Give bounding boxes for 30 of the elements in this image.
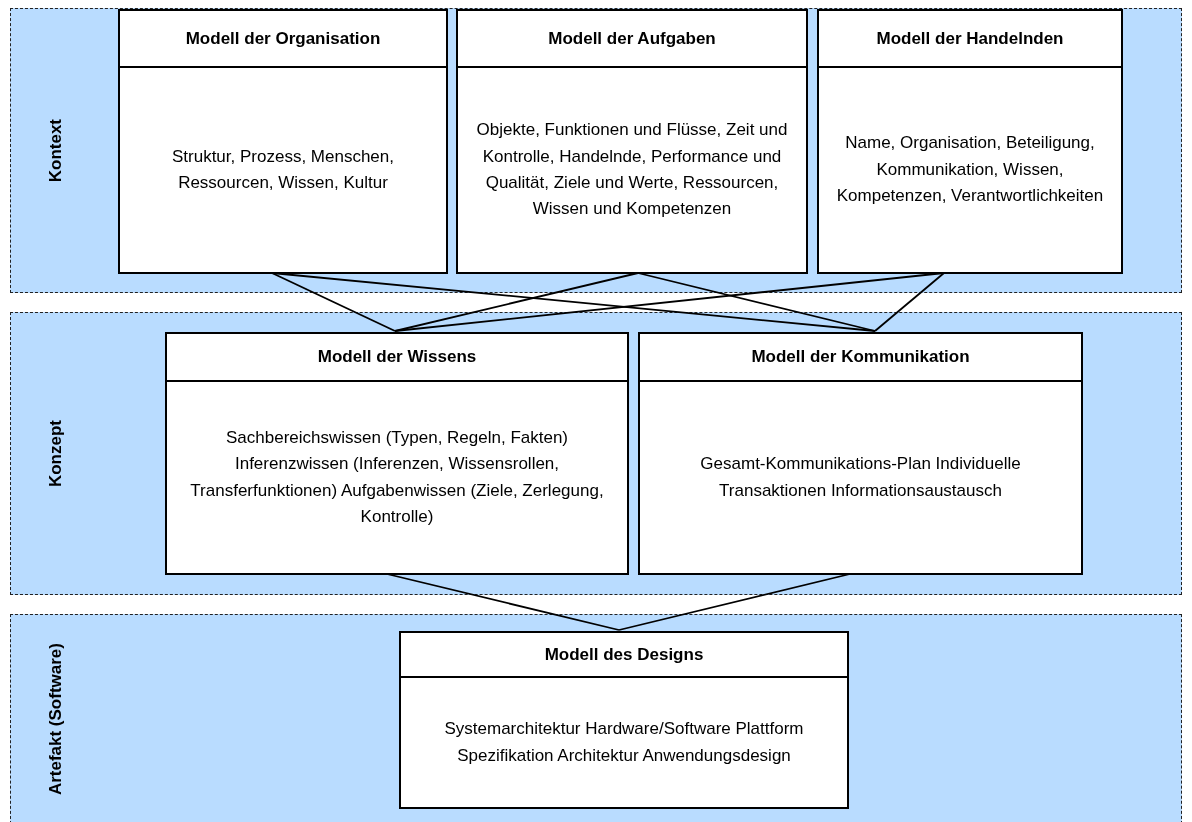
model-box <box>165 332 629 575</box>
layer-label: Konzept <box>45 419 67 487</box>
box-body-text: Systemarchitektur Hardware/Software Plattform Spezifikation Architektur Anwendungsdesign <box>444 718 804 767</box>
connector-line <box>386 573 620 631</box>
box-body-text: Struktur, Prozess, Menschen, Ressourcen, Wissen, Kultur <box>170 145 395 194</box>
connector-line <box>271 272 396 332</box>
connector-line <box>874 272 945 332</box>
model-box <box>118 9 448 274</box>
box-body-text: Sachbereichswissen (Typen, Regeln, Fakten) Inferenzwissen (Inferenzen, Wissensrollen, Transferfunktionen) Aufgabenwissen (Ziele, Zerlegung, Kontrolle) <box>189 426 605 528</box>
connector-line <box>394 272 639 332</box>
box-heading: Modell der Aufgaben <box>548 28 716 49</box>
connector-line <box>618 573 851 631</box>
layer-label: Kontext <box>45 118 67 183</box>
box-body-text: Objekte, Funktionen und Flüsse, Zeit und Kontrolle, Handelnde, Performance und Qualität, Ziele und Werte, Ressourcen, Wissen und Kompetenzen <box>475 119 789 221</box>
box-heading: Modell des Designs <box>544 644 704 665</box>
box-heading: Modell der Wissens <box>317 347 477 367</box>
model-box <box>638 332 1083 575</box>
box-body-text: Gesamt-Kommunikations-Plan Individuelle Transaktionen Informationsaustausch <box>699 453 1022 502</box>
model-box <box>456 9 808 274</box>
box-heading: Modell der Handelnden <box>876 28 1064 49</box>
layer-label: Artefakt (Software) <box>45 642 67 796</box>
model-box <box>817 9 1123 274</box>
model-box <box>399 631 849 809</box>
layer-band <box>10 614 1182 822</box>
layer-band <box>10 312 1182 595</box>
box-body-text: Name, Organisation, Beteiligung, Kommunikation, Wissen, Kompetenzen, Verantwortlichkeiten <box>835 132 1105 208</box>
box-heading: Modell der Kommunikation <box>751 347 970 367</box>
connector-line <box>637 272 876 332</box>
layer-band <box>10 8 1182 293</box>
box-heading: Modell der Organisation <box>185 28 381 49</box>
